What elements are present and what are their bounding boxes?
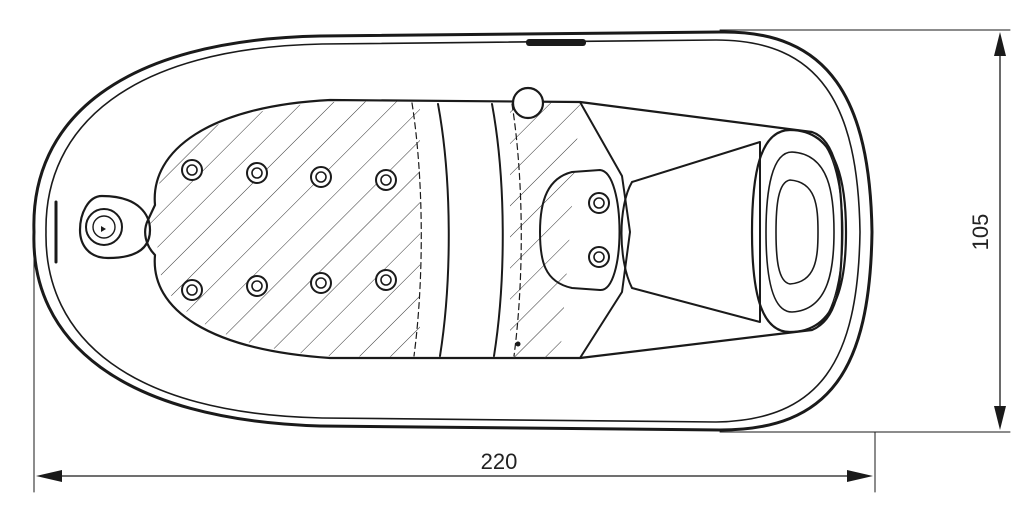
jet-icon [310,166,332,188]
jet-icon [375,169,397,191]
divider-curve-3 [511,103,522,357]
width-arrow-bottom-icon [994,406,1006,430]
pillow-cup-core [775,179,819,285]
jet-icon [588,192,610,214]
width-arrow-top-icon [994,32,1006,56]
length-arrow-left-icon [36,470,62,482]
drain-inner [92,215,116,239]
outer-rim [32,30,874,432]
jet-icon [375,269,397,291]
jet-icon [310,272,332,294]
headrest-center [539,169,621,292]
inner-rim [45,39,861,423]
jet-icon [181,159,203,181]
pillow-cup-inner [765,151,835,313]
overflow-slot [526,39,586,46]
drain-icon [85,208,123,246]
drain-arrow-icon [101,226,106,232]
jet-icon [588,246,610,268]
headrest-pad [579,101,631,359]
divider-dashed [411,102,422,357]
drain-outline [78,194,152,260]
length-arrow-right-icon [847,470,873,482]
pillow-cup [750,128,848,334]
inner-basin [144,98,844,360]
width-label: 105 [968,214,993,251]
massage-jets [181,159,397,301]
divider-curve-1 [437,103,450,357]
length-label: 220 [481,449,518,474]
jet-icon [246,162,268,184]
jet-icon [246,275,268,297]
hatched-seat [148,100,580,358]
jet-icon [181,279,203,301]
pillow-outline [620,141,761,323]
pillow-side-curve [817,137,844,327]
headrest-jets [588,192,610,268]
divider-curve-2 [491,103,504,357]
small-dot [515,341,521,347]
control-knob [511,86,545,120]
